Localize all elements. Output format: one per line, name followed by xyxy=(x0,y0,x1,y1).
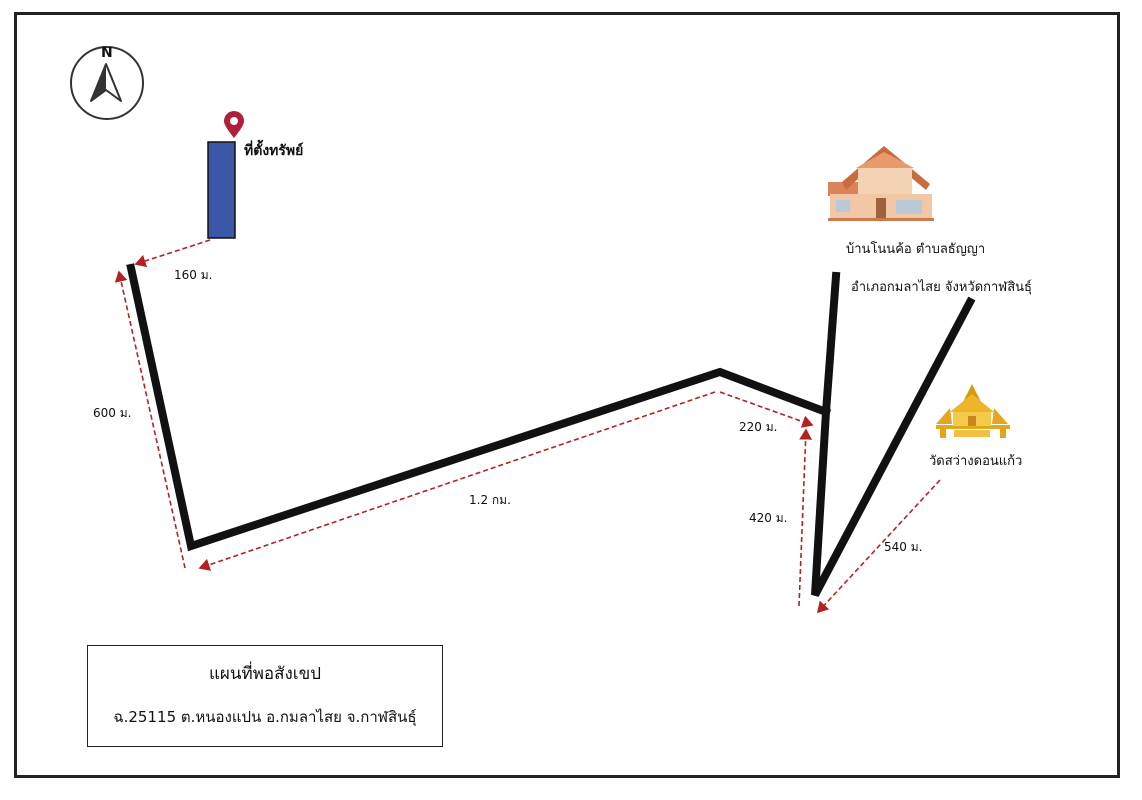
property-parcel xyxy=(207,141,236,239)
map-pin-icon xyxy=(224,111,244,138)
dim-540 xyxy=(816,479,941,614)
dim-160 xyxy=(134,239,211,268)
village-label-line2: อำเภอกมลาไสย จังหวัดกาฬสินธุ์ xyxy=(851,280,1032,295)
legend-subtitle: ฉ.25115 ต.หนองแปน อ.กมลาไสย จ.กาฬสินธุ์ xyxy=(113,708,417,726)
temple-icon xyxy=(936,384,1010,438)
dim-220 xyxy=(719,391,814,428)
property-label: ที่ตั้งทรัพย์ xyxy=(244,143,304,159)
road-village xyxy=(811,271,976,597)
dim-1200 xyxy=(198,391,716,571)
legend-title: แผนที่พอสังเขป xyxy=(208,664,322,684)
house-icon xyxy=(828,146,934,221)
dim-420 xyxy=(798,428,813,607)
road-main xyxy=(126,263,832,552)
dim-600 xyxy=(114,270,186,569)
distance-600: 600 ม. xyxy=(93,406,132,420)
distance-1200: 1.2 กม. xyxy=(469,493,511,507)
distance-540: 540 ม. xyxy=(884,540,923,554)
compass xyxy=(70,46,144,120)
village-label-line1: บ้านโนนค้อ ตำบลธัญญา xyxy=(846,242,986,257)
distance-220: 220 ม. xyxy=(739,420,778,434)
map-frame xyxy=(14,12,1120,778)
dimension-arrows xyxy=(114,239,941,614)
north-arrow-icon xyxy=(90,63,122,102)
north-label: N xyxy=(101,45,113,61)
road-network xyxy=(126,263,976,597)
legend-box: แผนที่พอสังเขป ฉ.25115 ต.หนองแปน อ.กมลาไ… xyxy=(87,645,443,747)
temple-label: วัดสว่างดอนแก้ว xyxy=(929,454,1023,469)
distance-160: 160 ม. xyxy=(174,268,213,282)
distance-420: 420 ม. xyxy=(749,511,788,525)
